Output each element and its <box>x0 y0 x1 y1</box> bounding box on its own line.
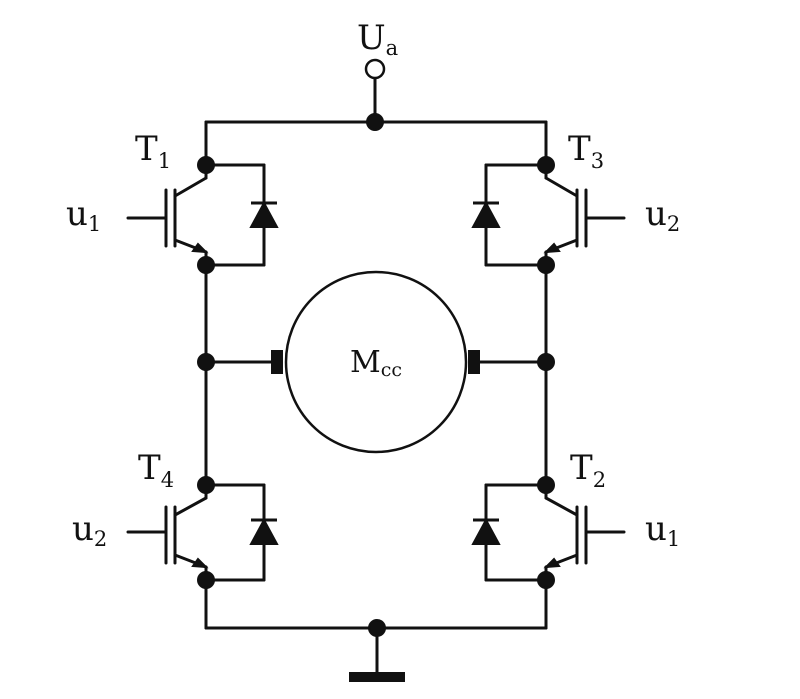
supply-label: Ua <box>357 18 398 60</box>
junction-top-center <box>366 113 384 131</box>
t4-label: T4 <box>138 448 174 492</box>
t3-emitter-arrow <box>543 242 561 254</box>
t3-label: T3 <box>568 129 604 173</box>
motor-brush-left <box>271 350 283 374</box>
supply-terminal <box>364 58 386 80</box>
t2-gate-label: u1 <box>645 509 680 551</box>
t1-label: T1 <box>135 129 171 173</box>
junction-t2-collector <box>537 476 555 494</box>
motor-circle <box>284 270 468 454</box>
t1-gate-label: u1 <box>66 194 101 236</box>
motor-brush-right <box>468 350 480 374</box>
junction-t2-emitter <box>537 571 555 589</box>
t3-diode-icon <box>471 200 501 228</box>
junction-motor-left <box>197 353 215 371</box>
junction-t4-emitter <box>197 571 215 589</box>
ground-icon <box>349 672 405 682</box>
t4-gate-label: u2 <box>72 509 107 551</box>
t4-diode-icon <box>249 517 279 545</box>
junction-t1-collector <box>197 156 215 174</box>
junction-t3-emitter <box>537 256 555 274</box>
t3-gate-label: u2 <box>645 194 680 236</box>
motor-label: Mcc <box>350 345 402 381</box>
t2-diode-icon <box>471 517 501 545</box>
t1-emitter-arrow <box>191 242 209 254</box>
junction-motor-right <box>537 353 555 371</box>
t1-diode-icon <box>249 200 279 228</box>
junction-t3-collector <box>537 156 555 174</box>
junction-bottom-center <box>368 619 386 637</box>
t4-emitter-arrow <box>191 557 209 569</box>
junction-t1-emitter <box>197 256 215 274</box>
junction-t4-collector <box>197 476 215 494</box>
t2-label: T2 <box>570 448 606 492</box>
t2-emitter-arrow <box>543 557 561 569</box>
